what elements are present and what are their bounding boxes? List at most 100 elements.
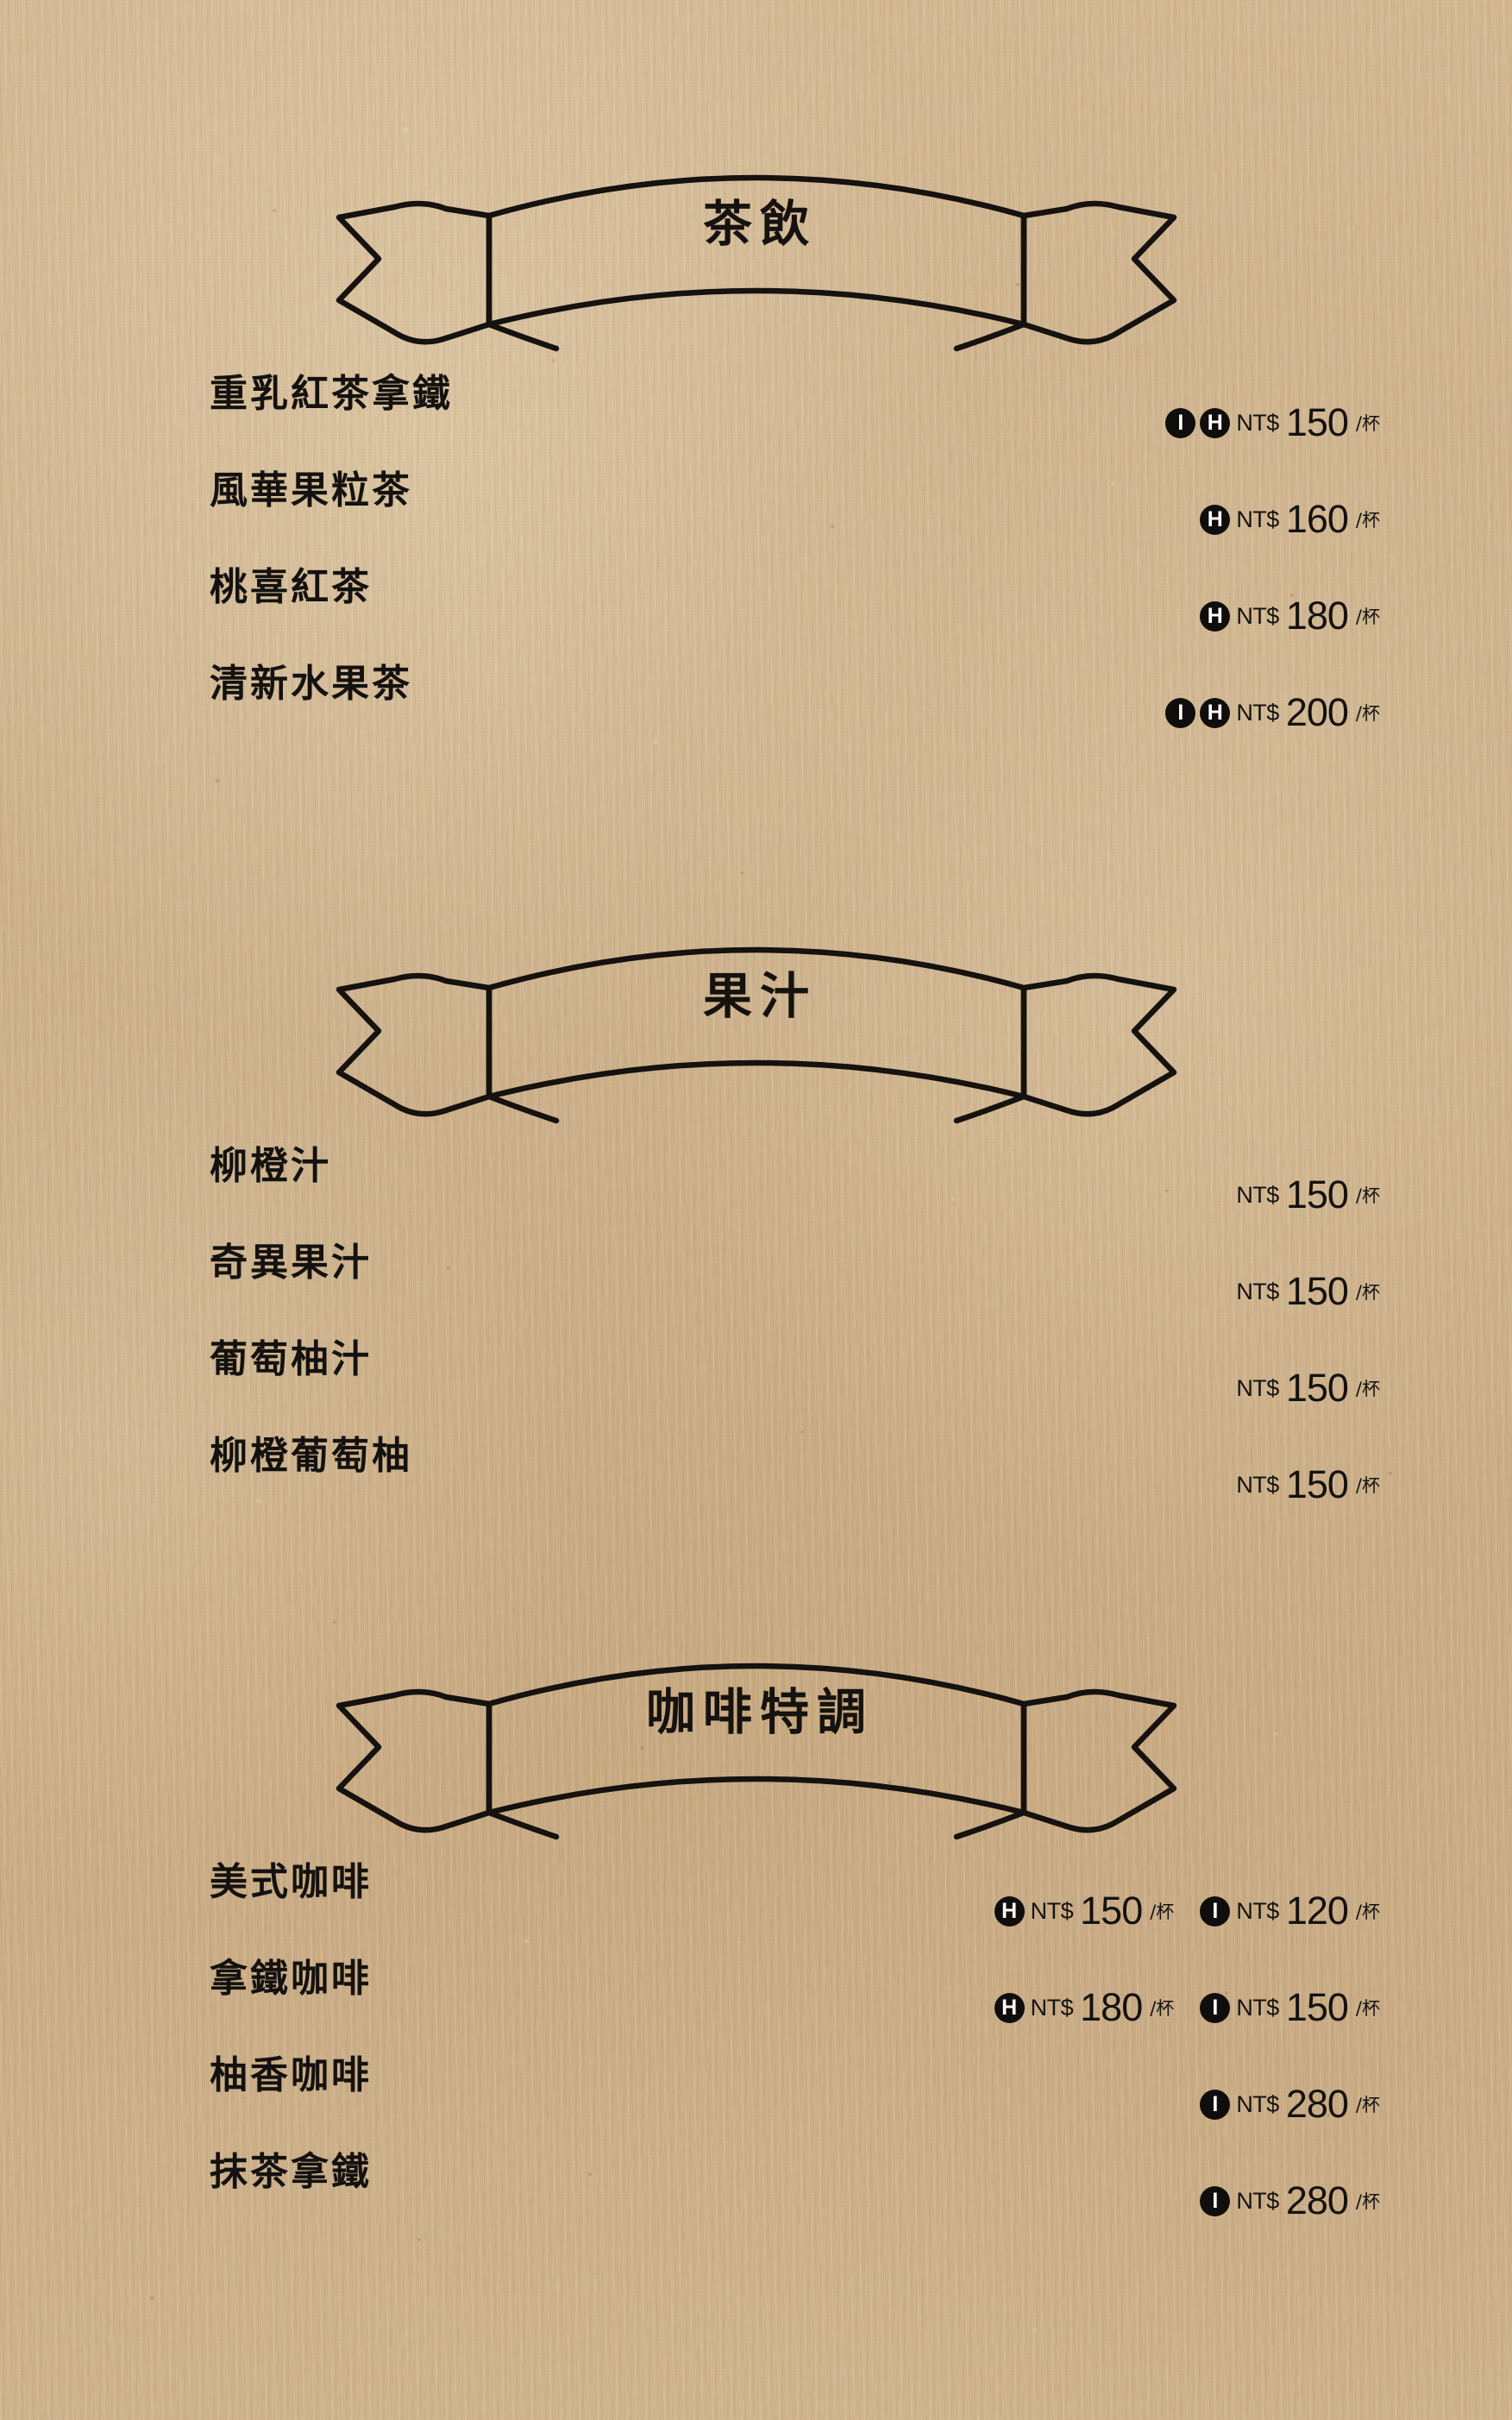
price-unit: /杯 <box>1355 1901 1380 1922</box>
section-ribbon-banner: 咖啡特調 <box>325 1644 1188 1851</box>
ice-badge-icon: I <box>1200 2089 1231 2120</box>
price-amount: 120 <box>1285 1889 1349 1933</box>
price-unit: /杯 <box>1355 1379 1380 1399</box>
hot-badge-icon: H <box>1200 504 1231 535</box>
price-currency: NT$ <box>1236 1471 1279 1498</box>
price-unit: /杯 <box>1355 1185 1380 1206</box>
price-amount: 150 <box>1285 1269 1349 1313</box>
menu-item-name: 美式咖啡 <box>210 1860 372 1904</box>
price-amount: 180 <box>1285 594 1349 638</box>
menu-item-row: 柳橙汁 NT$150/杯 <box>0 1135 1512 1231</box>
price-currency: NT$ <box>1236 1278 1279 1304</box>
menu-item-name: 重乳紅茶拿鐵 <box>210 372 453 416</box>
menu-item-name: 拿鐵咖啡 <box>210 1957 372 2001</box>
hot-badge-icon: H <box>1200 407 1231 438</box>
menu-item-name: 柳橙汁 <box>210 1144 331 1188</box>
price-currency: NT$ <box>1236 409 1279 436</box>
section-ribbon-banner: 果汁 <box>325 927 1188 1135</box>
hot-badge-icon: H <box>1200 600 1231 632</box>
serve-style-badges: H <box>994 1992 1025 2023</box>
price-unit: /杯 <box>1355 1282 1380 1303</box>
menu-item-prices: NT$150/杯 <box>1230 1462 1380 1507</box>
serve-style-badges: H <box>1200 600 1231 632</box>
price-unit: /杯 <box>1355 510 1380 531</box>
price-unit: /杯 <box>1355 2191 1380 2212</box>
ice-badge-icon: I <box>1200 2185 1231 2216</box>
serve-style-badges: I <box>1200 1992 1231 2023</box>
ice-badge-icon: I <box>1165 407 1196 438</box>
menu-item-name: 桃喜紅茶 <box>210 565 372 609</box>
price-amount: 200 <box>1285 690 1349 734</box>
ice-badge-icon: I <box>1165 697 1196 728</box>
price-amount: 150 <box>1080 1889 1143 1933</box>
section-title: 果汁 <box>703 968 817 1025</box>
serve-style-badges: H <box>1200 504 1231 535</box>
price-unit: /杯 <box>1355 703 1380 724</box>
menu-item-name: 柚香咖啡 <box>210 2053 372 2097</box>
serve-style-badges: I <box>1200 1895 1231 1927</box>
hot-badge-icon: H <box>994 1895 1025 1927</box>
price-amount: 160 <box>1285 497 1349 541</box>
section-title: 茶飲 <box>703 196 817 253</box>
menu-item-name: 柳橙葡萄柚 <box>210 1434 412 1478</box>
price-amount: 150 <box>1285 400 1349 444</box>
menu-item-prices: NT$150/杯 <box>1230 1172 1380 1217</box>
price-unit: /杯 <box>1355 413 1380 434</box>
ribbon-banner-icon <box>336 946 1176 1124</box>
serve-style-badges: I <box>1200 2185 1231 2216</box>
menu-item-prices: NT$150/杯 <box>1230 1366 1380 1411</box>
price-amount: 150 <box>1285 1172 1349 1216</box>
ribbon-banner-icon <box>336 1663 1176 1840</box>
price-currency: NT$ <box>1236 602 1279 629</box>
price-currency: NT$ <box>1236 1897 1279 1924</box>
price-unit: /杯 <box>1355 2095 1380 2115</box>
price-amount: 150 <box>1285 1366 1349 1410</box>
ice-badge-icon: I <box>1200 1992 1231 2023</box>
price-amount: 280 <box>1285 2082 1349 2126</box>
price-unit: /杯 <box>1150 1998 1175 2019</box>
serve-style-badges: I <box>1200 2089 1231 2120</box>
menu-item-name: 奇異果汁 <box>210 1241 372 1285</box>
price-currency: NT$ <box>1236 699 1279 726</box>
price-cell: NT$150/杯 <box>1230 1172 1380 1217</box>
price-amount: 180 <box>1080 1985 1143 2029</box>
hot-badge-icon: H <box>994 1992 1025 2023</box>
menu-item-name: 風華果粒茶 <box>210 468 412 512</box>
price-currency: NT$ <box>1030 1897 1074 1924</box>
menu-item-row: 柳橙葡萄柚 NT$150/杯 <box>0 1424 1512 1521</box>
menu-item-prices: NT$150/杯 <box>1230 1269 1380 1314</box>
price-currency: NT$ <box>1236 1374 1279 1401</box>
price-currency: NT$ <box>1236 506 1279 532</box>
section-title: 咖啡特調 <box>646 1684 874 1741</box>
ribbon-banner-icon <box>336 174 1176 352</box>
price-unit: /杯 <box>1355 1475 1380 1496</box>
price-cell: NT$150/杯 <box>1230 1462 1380 1507</box>
price-amount: 150 <box>1285 1462 1349 1506</box>
